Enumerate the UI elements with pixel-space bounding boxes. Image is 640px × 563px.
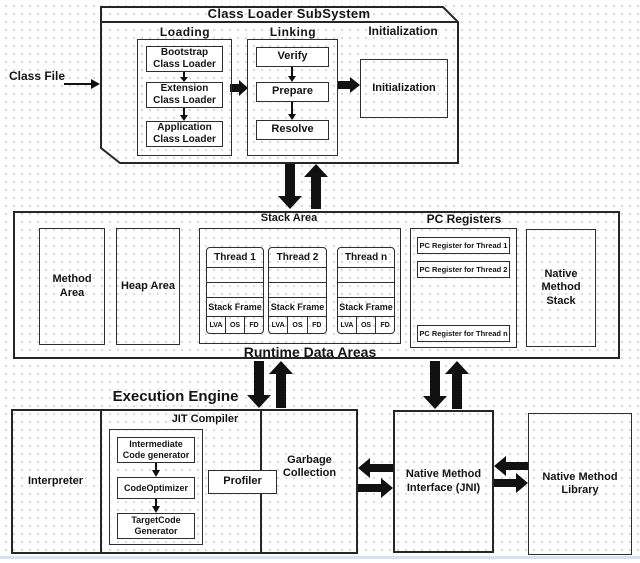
lva-cell: LVA [338,317,357,333]
bootstrap-class-loader-box: Bootstrap Class Loader [146,46,223,72]
pc-registers-box [410,228,517,348]
loading-group-box [137,39,232,156]
jni-to-runtime-up-arrow [445,361,469,409]
thread-empty-row [269,268,326,283]
stack-area-box [199,228,401,344]
initialization-section-label: Initialization [368,24,438,38]
library-to-jni-left-arrow [494,456,528,476]
jit-compiler-label: JIT Compiler [171,413,239,425]
thread-title: Thread 1 [207,248,263,268]
execution-engine-divider [100,409,102,554]
extension-class-loader-box: Extension Class Loader [146,82,223,108]
native-method-interface-label: Native Method Interface (JNI) [405,468,482,494]
classloader-to-runtime-down-arrow [278,164,302,209]
interpreter-cell: Interpreter [27,474,84,487]
jni-to-gc-left-arrow [358,458,393,478]
verify-box: Verify [256,47,329,67]
prepare-box: Prepare [256,82,329,102]
heap-area-box: Heap Area [116,228,180,345]
resolve-box: Resolve [256,120,329,140]
runtime-to-execution-down-arrow [247,361,271,408]
execution-to-runtime-up-arrow [269,361,293,408]
profiler-box: Profiler [208,470,277,494]
pc-register-row: PC Register for Thread 1 [417,237,510,254]
initialization-box: Initialization [360,59,448,118]
target-code-generator-box: TargetCode Generator [117,513,195,539]
execution-engine-title: Execution Engine [112,388,239,405]
stack-frame-cells: LVA OS FD [269,317,326,333]
method-area-box: Method Area [39,228,105,345]
fd-cell: FD [380,321,390,329]
gc-to-jni-right-arrow [358,478,393,498]
runtime-data-areas-box [13,211,620,359]
thread-1-box: Thread 1 Stack Frame LVA OS FD [206,247,264,334]
thread-empty-row [338,283,394,298]
garbage-collection-label: Garbage Collection [282,454,337,479]
classfile-arrow [64,79,100,89]
thread-empty-row [338,268,394,283]
thread-n-box: Thread n Stack Frame LVA OS FD [337,247,395,334]
stack-frame-label: Stack Frame [207,298,263,317]
thread-title: Thread 2 [269,248,326,268]
native-method-library-label: Native Method Library [542,470,618,496]
method-area-label: Method Area [52,273,92,299]
os-cell: OS [288,317,308,333]
runtime-data-areas-title: Runtime Data Areas [243,344,377,360]
thread-2-box: Thread 2 Stack Frame LVA OS FD [268,247,327,334]
linking-section-label: Linking [269,25,317,39]
thread-empty-row [269,283,326,298]
native-method-stack-box: Native Method Stack [526,229,596,347]
linking-group-box [247,39,338,156]
jit-compiler-box [109,429,203,545]
fd-cell: FD [312,321,322,329]
pc-register-row: PC Register for Thread 2 [417,261,510,278]
thread-empty-row [207,268,263,283]
thread-empty-row [207,283,263,298]
fd-cell: FD [249,321,259,329]
native-method-library-box: Native Method Library [528,413,632,555]
runtime-to-classloader-up-arrow [304,164,328,209]
class-file-label: Class File [8,69,66,83]
lva-cell: LVA [207,317,226,333]
footer-strip [0,556,640,559]
application-class-loader-box: Application Class Loader [146,121,223,147]
classloader-title: Class Loader SubSystem [207,6,371,21]
stack-frame-cells: LVA OS FD [207,317,263,333]
stack-area-label: Stack Area [260,212,318,224]
pc-register-row: PC Register for Thread n [417,325,510,342]
thread-title: Thread n [338,248,394,268]
native-method-interface-box: Native Method Interface (JNI) [393,410,494,553]
native-method-stack-label: Native Method Stack [541,268,581,307]
os-cell: OS [357,317,376,333]
execution-engine-box [11,409,358,554]
stack-frame-cells: LVA OS FD [338,317,394,333]
linking-to-initialization-arrow [337,77,360,93]
jni-to-library-right-arrow [494,473,528,493]
runtime-to-jni-down-arrow [423,361,447,409]
os-cell: OS [226,317,245,333]
code-optimizer-box: CodeOptimizer [117,477,195,499]
stack-frame-label: Stack Frame [338,298,394,317]
pc-registers-label: PC Registers [426,212,502,226]
intermediate-code-generator-box: Intermediate Code generator [117,437,195,463]
loading-to-linking-arrow [230,80,248,96]
loading-section-label: Loading [159,25,211,39]
stack-frame-label: Stack Frame [269,298,326,317]
lva-cell: LVA [269,317,289,333]
